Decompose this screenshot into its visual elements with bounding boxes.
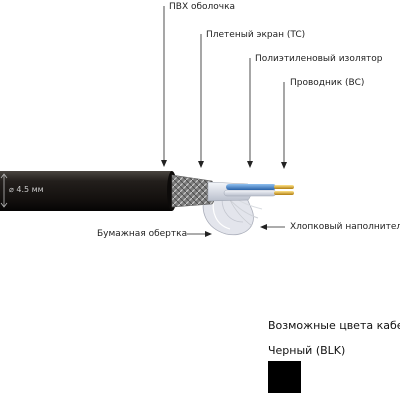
- colors-title: Возможные цвета кабеля: [268, 319, 400, 332]
- label-conductor: Проводник (BC): [290, 78, 365, 88]
- label-pvc-jacket: ПВХ оболочка: [169, 2, 236, 12]
- diameter-indicator: [0, 173, 8, 208]
- label-pe-insulator: Полиэтиленовый изолятор: [255, 54, 383, 64]
- label-cotton-filler: Хлопковый наполнитель: [290, 222, 400, 232]
- conductor: [274, 185, 294, 195]
- pvc-jacket: [0, 171, 177, 211]
- label-diameter: ⌀ 4.5 мм: [9, 185, 44, 194]
- paper-wrap: [202, 195, 254, 236]
- label-paper-wrap: Бумажная обертка: [97, 229, 188, 239]
- color-swatch-black: [268, 361, 301, 393]
- leader-lines: [161, 6, 287, 237]
- pe-insulator: [207, 181, 277, 202]
- color-option-label: Черный (BLK): [268, 344, 346, 357]
- label-braided-shield: Плетеный экран (TC): [206, 30, 306, 40]
